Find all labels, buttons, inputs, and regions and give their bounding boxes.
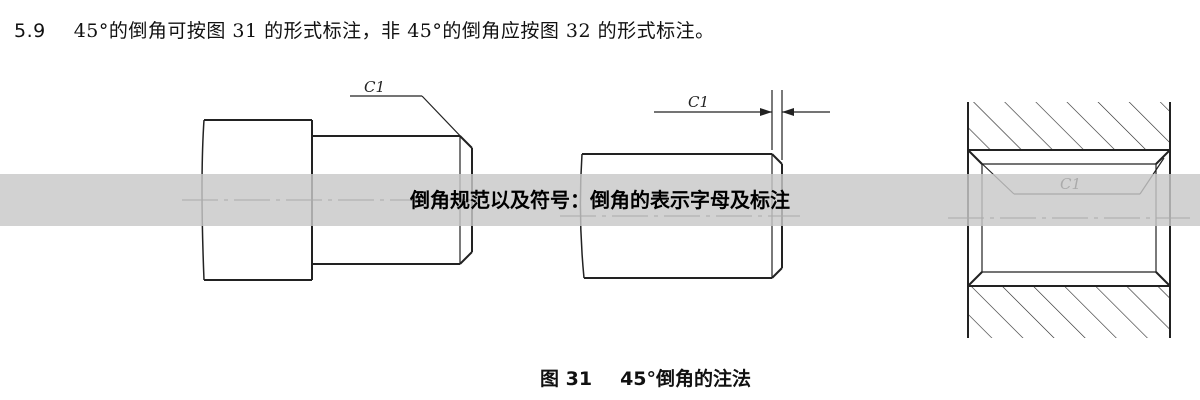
dimension-arrow-left [760, 108, 772, 116]
figure-number: 图 31 [540, 368, 593, 390]
figure-caption-text: 45°倒角的注法 [620, 368, 752, 390]
banner-title: 倒角规范以及符号：倒角的表示字母及标注 [410, 188, 790, 212]
dimension-arrow-right [782, 108, 794, 116]
banner-overlay [0, 174, 1200, 226]
chamfer-label-c1-left: C1 [364, 78, 385, 96]
figure-caption: 图 31 45°倒角的注法 [540, 364, 751, 391]
section-heading: 5.9 45°的倒角可按图 31 的形式标注，非 45°的倒角应按图 32 的形式… [14, 16, 715, 43]
chamfer-label-c1-middle: C1 [688, 93, 709, 111]
section-number: 5.9 [14, 20, 46, 42]
section-text: 45°的倒角可按图 31 的形式标注，非 45°的倒角应按图 32 的形式标注。 [73, 20, 715, 42]
